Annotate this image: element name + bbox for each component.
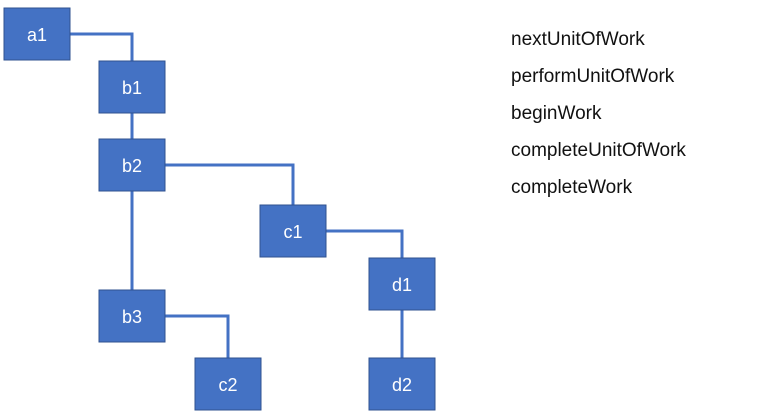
node-label-d1: d1	[392, 275, 412, 295]
function-list: nextUnitOfWork performUnitOfWork beginWo…	[511, 28, 686, 213]
node-box-b1	[98, 60, 166, 114]
node-b3: b3	[98, 289, 166, 343]
node-label-d2: d2	[392, 375, 412, 395]
node-label-b1: b1	[122, 78, 142, 98]
node-b1: b1	[98, 60, 166, 114]
function-next-unit-of-work: nextUnitOfWork	[511, 29, 645, 50]
nodes-layer: a1 b1 b2 b3 c1 c2 d1 d2	[3, 7, 436, 411]
function-begin-work: beginWork	[511, 103, 602, 124]
function-complete-work: completeWork	[511, 177, 633, 198]
node-d2: d2	[368, 357, 436, 411]
function-perform-unit-of-work: performUnitOfWork	[511, 66, 675, 87]
edge-b2-c1	[165, 163, 295, 205]
node-box-a1	[3, 7, 71, 61]
edges-layer	[70, 32, 404, 358]
node-c2: c2	[194, 357, 262, 411]
node-box-b2	[98, 138, 166, 192]
node-a1: a1	[3, 7, 71, 61]
node-box-c1	[259, 204, 327, 258]
node-label-b3: b3	[122, 307, 142, 327]
node-box-c2	[194, 357, 262, 411]
node-label-c1: c1	[283, 222, 302, 242]
node-d1: d1	[368, 257, 436, 311]
node-label-a1: a1	[27, 25, 47, 45]
node-label-c2: c2	[218, 375, 237, 395]
node-box-d2	[368, 357, 436, 411]
edge-a1-b1	[70, 32, 134, 61]
node-b2: b2	[98, 138, 166, 192]
edge-b3-c2	[165, 314, 230, 358]
node-label-b2: b2	[122, 156, 142, 176]
node-box-d1	[368, 257, 436, 311]
node-box-b3	[98, 289, 166, 343]
node-c1: c1	[259, 204, 327, 258]
function-complete-unit-of-work: completeUnitOfWork	[511, 140, 686, 161]
edge-c1-d1	[326, 229, 404, 258]
